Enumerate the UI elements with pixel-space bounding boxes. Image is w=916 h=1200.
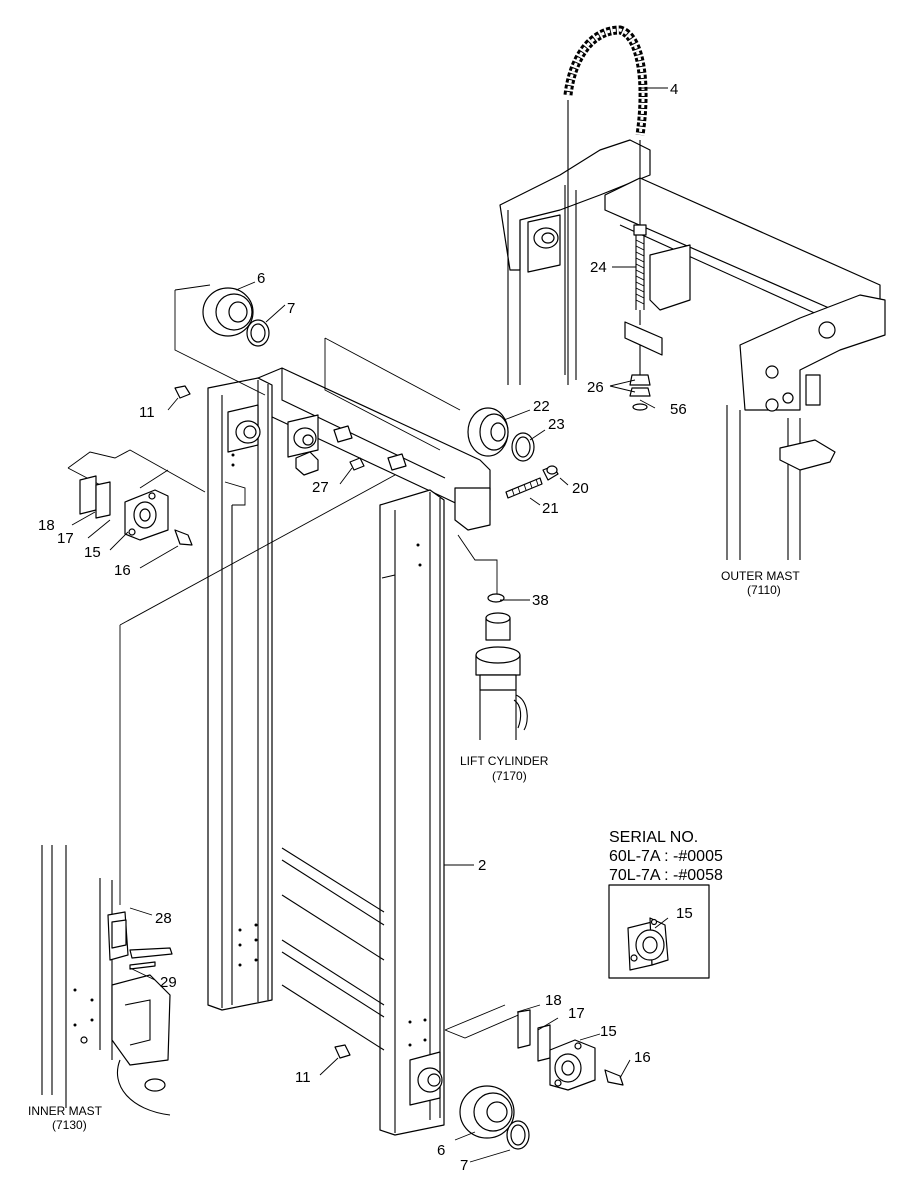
callout-11-top: 11 — [139, 404, 155, 421]
outer-mast-code: (7110) — [747, 583, 781, 597]
lift-cylinder-code: (7170) — [492, 769, 527, 783]
grease-nipple-11-top — [174, 385, 191, 399]
callout-22: 22 — [533, 398, 550, 415]
serial-inset-box — [608, 884, 710, 979]
callout-6-top: 6 — [257, 270, 265, 287]
callout-4: 4 — [670, 81, 678, 98]
callout-24: 24 — [590, 259, 607, 276]
nut-20 — [542, 465, 559, 481]
callout-17-left: 17 — [57, 530, 74, 547]
lift-cylinder-drawing — [457, 534, 528, 740]
callout-17-right: 17 — [568, 1005, 585, 1022]
callout-15-left: 15 — [84, 544, 101, 561]
section-labels: OUTER MAST (7110) LIFT CYLINDER (7170) I… — [28, 569, 800, 1132]
callout-20: 20 — [572, 480, 589, 497]
screw-27 — [349, 457, 365, 471]
adjust-bolt-21 — [505, 477, 543, 499]
inner-mast-detail-drawing — [41, 845, 173, 1116]
lift-cylinder-label: LIFT CYLINDER — [460, 754, 549, 768]
top-roller-6 — [174, 284, 266, 396]
sheave-22 — [324, 337, 509, 457]
serial-line-70l: 70L-7A : -#0058 — [609, 867, 723, 884]
callout-numbers: 4 6 7 11 18 17 15 16 27 22 23 20 21 24 2… — [38, 81, 693, 1174]
leader-lines — [71, 87, 668, 1163]
bottom-snap-ring-7-inner — [510, 1124, 526, 1146]
callout-18-left: 18 — [38, 517, 55, 534]
outer-mast-label: OUTER MAST — [721, 569, 800, 583]
callout-7-top: 7 — [287, 300, 295, 317]
callout-21: 21 — [542, 500, 559, 517]
inner-mast-label: INNER MAST — [28, 1104, 103, 1118]
callout-7-bottom: 7 — [460, 1157, 468, 1174]
callout-27: 27 — [312, 479, 329, 496]
inner-mast-frame — [207, 367, 491, 1136]
outer-mast-drawing — [499, 139, 886, 560]
callout-23: 23 — [548, 416, 565, 433]
serial-line-60l: 60L-7A : -#0005 — [609, 848, 723, 865]
callout-28: 28 — [155, 910, 172, 927]
inner-mast-code: (7130) — [52, 1118, 87, 1132]
left-roller-bracket-15 — [67, 449, 206, 546]
callout-26: 26 — [587, 379, 604, 396]
callout-16-right: 16 — [634, 1049, 651, 1066]
serial-number-note: SERIAL NO. 60L-7A : -#0005 70L-7A : -#00… — [609, 829, 723, 884]
callout-29: 29 — [160, 974, 177, 991]
grease-nipple-11-bottom — [334, 1044, 351, 1059]
callout-11-bottom: 11 — [295, 1069, 311, 1086]
top-snap-ring-7-inner — [250, 323, 266, 343]
callout-38: 38 — [532, 592, 549, 609]
right-roller-bracket-15 — [444, 1004, 624, 1091]
callout-56: 56 — [670, 401, 687, 418]
bottom-roller-6 — [459, 1085, 515, 1139]
chain-assembly — [563, 25, 663, 411]
callout-16-left: 16 — [114, 562, 131, 579]
callout-15-right: 15 — [600, 1023, 617, 1040]
callout-6-bottom: 6 — [437, 1142, 445, 1159]
callout-2: 2 — [478, 857, 486, 874]
callout-18-right: 18 — [545, 992, 562, 1009]
serial-title: SERIAL NO. — [609, 829, 698, 846]
sheave-ring-23-inner — [515, 436, 531, 458]
callout-15-inset: 15 — [676, 905, 693, 922]
